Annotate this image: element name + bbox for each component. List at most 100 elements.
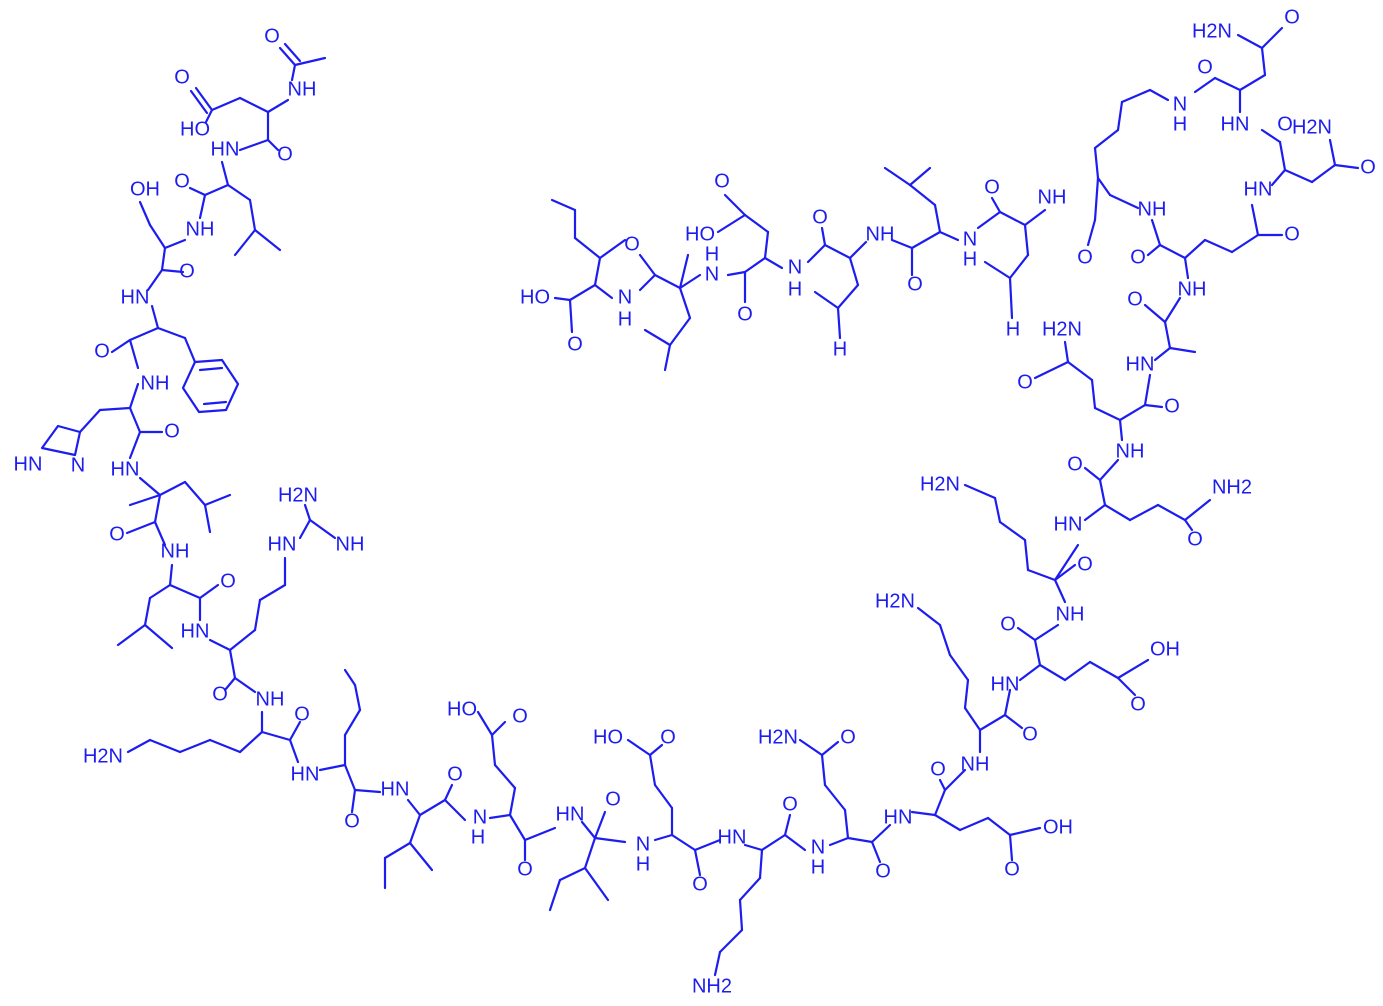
atom-label: NH [961, 753, 990, 775]
atom-label: O [1127, 288, 1143, 310]
atom-label: H2N [875, 590, 915, 612]
gln3-residue: NH O H2N O [1017, 318, 1180, 462]
atom-label: HN [181, 620, 210, 642]
atom-label: NH [161, 540, 190, 562]
glu4-residue: HN O OH O [991, 613, 1180, 715]
atom-label: O [984, 176, 1000, 198]
atom-label: O [692, 873, 708, 895]
atom-label: H [1173, 113, 1187, 135]
atom-label: O [1164, 395, 1180, 417]
atom-label: HN [111, 458, 140, 480]
atom-label: H [636, 853, 650, 875]
atom-label: HN [381, 778, 410, 800]
atom-label: H [833, 338, 847, 360]
atom-label: OH [130, 178, 160, 200]
atom-label: NH [141, 372, 170, 394]
atom-label: H [705, 243, 719, 265]
atom-label: O [567, 333, 583, 355]
atom-label: HN [884, 806, 913, 828]
atom-label: HO [685, 223, 715, 245]
atom-label: N [71, 454, 85, 476]
atom-label: O [1067, 453, 1083, 475]
atom-label: O [1017, 371, 1033, 393]
atom-label: N [636, 833, 650, 855]
atom-label: HN [1221, 113, 1250, 135]
atom-label: O [1130, 246, 1146, 268]
aib2-residue: N H O [624, 233, 747, 372]
atom-label: O [294, 703, 310, 725]
atom-label: O [174, 66, 190, 88]
atom-label: O [179, 260, 195, 282]
atom-label: O [907, 273, 923, 295]
atom-label: H2N [758, 726, 798, 748]
aib-residue: HN O [109, 458, 232, 547]
asn1-residue: HN O H2N O [1244, 113, 1376, 200]
atom-label: HN [1126, 353, 1155, 375]
leu-residue: HN O [203, 138, 293, 257]
atom-label: O [1004, 858, 1020, 880]
glu3-residue: HN O OH O [884, 758, 1073, 880]
atom-label: OH [1150, 638, 1180, 660]
glu1-residue: N H HO O O [447, 698, 557, 880]
atom-label: HN [291, 763, 320, 785]
phe-residue: O HN O [94, 260, 240, 414]
atom-label: O [1187, 528, 1203, 550]
atom-label: OH [1043, 816, 1073, 838]
atom-label: H [471, 826, 485, 848]
atom-label: H [788, 278, 802, 300]
atom-label: H2N [83, 745, 123, 767]
leu3-residue: NH O H [976, 176, 1066, 340]
atom-label: O [737, 303, 753, 325]
atom-label: O [512, 705, 528, 727]
glu2-residue: N H HO O O [593, 726, 722, 895]
atom-label: O [812, 206, 828, 228]
atom-label: O [212, 683, 228, 705]
atom-label: NH [866, 223, 895, 245]
lys2-residue: HN O NH2 [692, 793, 807, 997]
atom-label: O [875, 860, 891, 882]
atom-label: HN [211, 138, 240, 160]
atom-label: NH [1056, 603, 1085, 625]
leu4-residue: N H O [883, 166, 977, 295]
atom-label: O [1022, 723, 1038, 745]
atom-label: HN [268, 533, 297, 555]
atom-label: O [220, 570, 236, 592]
atom-label: N [618, 286, 632, 308]
atom-label: HN [1244, 178, 1273, 200]
atom-label: O [447, 763, 463, 785]
lys3-residue: NH O H2N [875, 590, 1038, 775]
atom-label: H [1006, 318, 1020, 340]
his-residue: NH O HN N [14, 372, 180, 476]
atom-label: H2N [1192, 20, 1232, 42]
atom-label: H [811, 856, 825, 878]
atom-label: NH [256, 688, 285, 710]
atom-label: O [1197, 56, 1213, 78]
atom-label: HO [447, 698, 477, 720]
atom-label: N [473, 806, 487, 828]
atom-label: NH2 [692, 975, 732, 997]
gln1-residue: N H H2N O O [758, 726, 892, 882]
atom-label: O [94, 340, 110, 362]
atom-label: NH2 [1212, 476, 1252, 498]
asp2-residue: N H HO O O [685, 170, 802, 325]
atom-label: HN [121, 286, 150, 308]
atom-label: HN [718, 826, 747, 848]
atom-label: N [963, 228, 977, 250]
atom-label: H [963, 248, 977, 270]
ile2-residue: HN O [548, 788, 627, 912]
atom-label: N [788, 256, 802, 278]
ile1-residue: HN O [381, 763, 467, 890]
atom-label: HO [593, 726, 623, 748]
atom-label: O [1284, 6, 1300, 28]
atom-label: O [840, 726, 856, 748]
atom-label: H2N [278, 484, 318, 506]
atom-label: H2N [1292, 116, 1332, 138]
atom-label: O [1130, 693, 1146, 715]
atom-label: O [660, 726, 676, 748]
atom-label: NH [1138, 198, 1167, 220]
leu2-residue: NH O [116, 540, 236, 650]
atom-label: NH [186, 218, 215, 240]
nle-residue: HN O [291, 668, 382, 832]
atom-label: H2N [920, 473, 960, 495]
